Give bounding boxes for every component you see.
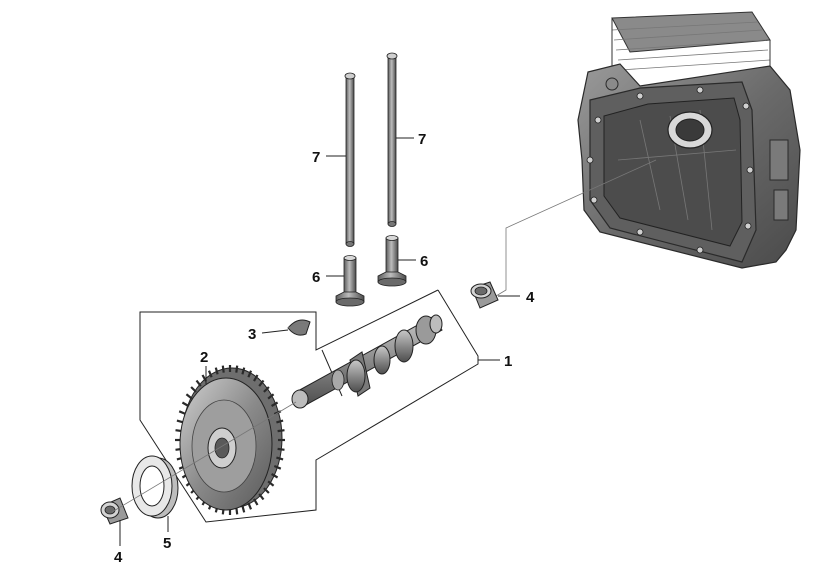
push-rod-right xyxy=(386,52,398,227)
callout-4-upper: 4 xyxy=(526,289,535,306)
gear-tooth xyxy=(195,379,202,387)
gear-tooth xyxy=(241,505,246,513)
shim-ring xyxy=(131,455,179,519)
callout-3: 3 xyxy=(248,326,256,343)
camshaft xyxy=(291,314,443,409)
gear-tooth xyxy=(221,365,225,373)
gear-tooth xyxy=(276,419,284,424)
crankcase-illustration xyxy=(577,11,801,269)
gear-tooth xyxy=(277,447,285,451)
leader-lines xyxy=(119,137,520,546)
gear-tooth xyxy=(185,393,193,400)
camshaft-bushing-upper xyxy=(470,281,499,309)
gear-tooth xyxy=(190,386,197,393)
gear-tooth xyxy=(247,370,253,378)
callout-7-left: 7 xyxy=(312,149,320,166)
gear-tooth xyxy=(263,386,270,393)
gear-tooth xyxy=(258,493,265,501)
gear-tooth xyxy=(271,401,279,407)
gear-tooth xyxy=(253,374,259,382)
gear-tooth xyxy=(267,480,275,487)
gear-tooth xyxy=(263,487,270,494)
tappet-right xyxy=(377,235,407,287)
camshaft-gear xyxy=(175,365,285,515)
gear-tooth xyxy=(241,367,246,375)
gear-tooth xyxy=(235,365,239,373)
leader-crankcase xyxy=(495,159,657,297)
tappet-left xyxy=(335,255,365,307)
gear-tooth xyxy=(181,401,189,407)
callout-1: 1 xyxy=(504,353,512,370)
camshaft-bushing-lower xyxy=(100,497,129,525)
gear-tooth xyxy=(273,464,282,470)
gear-tooth xyxy=(258,379,265,387)
gear-tooth xyxy=(253,498,259,506)
callout-6-left: 6 xyxy=(312,269,320,286)
woodruff-key xyxy=(287,319,311,336)
gear-tooth xyxy=(201,374,207,382)
push-rod-left xyxy=(344,72,356,247)
gear-tooth xyxy=(276,456,284,461)
callout-4-lower: 4 xyxy=(114,549,123,566)
gear-tooth xyxy=(271,473,279,479)
gear-tooth xyxy=(277,429,285,433)
gear-tooth xyxy=(207,370,213,378)
callout-7-right: 7 xyxy=(418,131,426,148)
gear-tooth xyxy=(214,367,219,375)
callout-6-right: 6 xyxy=(420,253,428,270)
assembly-outline xyxy=(139,289,479,523)
callout-5: 5 xyxy=(163,535,171,552)
callout-2: 2 xyxy=(200,349,208,366)
cylinder-fins xyxy=(611,11,771,91)
gear-tooth xyxy=(267,393,275,400)
gear-tooth xyxy=(247,502,253,510)
